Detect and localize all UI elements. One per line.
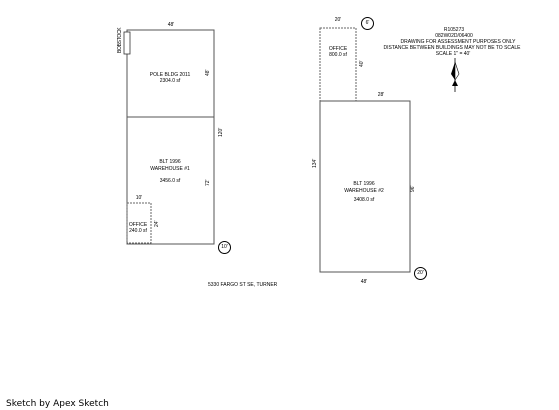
office2-outline [319,27,357,102]
bobstock-box [123,31,131,55]
warehouse2-left-dim: 134' [312,158,318,168]
warehouse2-bottom-dim: 48' [360,279,368,285]
warehouse1-area: 3456.0 sf [159,178,181,184]
building2-top-badge: 6' [361,17,374,30]
building1-right-dim: 120' [218,127,224,137]
office2-area: 800.0 sf [329,52,347,58]
office2-top-dim: 20' [334,17,342,23]
parcel-id: R105273 [443,27,465,33]
warehouse2-top-dim: 28' [377,92,385,98]
map-code: 082W02D/06400 [435,33,473,39]
office1-right-dim: 24' [154,220,160,227]
bobstock-label: BOBSTOCK [117,27,123,53]
office1-name: OFFICE [128,222,148,228]
scale-note: SCALE 1" = 40' [435,51,471,57]
distance-note: DISTANCE BETWEEN BUILDINGS MAY NOT BE TO… [383,45,521,51]
assessment-note: DRAWING FOR ASSESSMENT PURPOSES ONLY [400,39,516,45]
apex-credit: Sketch by Apex Sketch [6,399,109,409]
warehouse2-name: WAREHOUSE #2 [344,188,384,194]
pole-name: POLE BLDG 2011 [149,72,191,78]
office2-name: OFFICE [328,46,348,52]
warehouse2-outline [319,100,411,273]
building1-badge: 10' [218,241,231,254]
pole-area: 2304.0 sf [159,78,181,84]
warehouse2-year: BLT 1996 [353,181,375,187]
warehouse1-year: BLT 1996 [159,159,181,165]
office1-outline [126,202,152,244]
site-address: 5330 FARGO ST SE, TURNER [208,282,278,288]
office1-top-dim: 10' [135,195,143,201]
warehouse2-area: 3408.0 sf [353,197,375,203]
pole-top-dim: 48' [167,22,175,28]
warehouse1-right-dim: 72' [205,179,211,186]
pole-right-dim: 48' [205,69,211,76]
building2-bottom-badge: 20' [414,267,427,280]
office2-right-dim: 40' [359,60,365,67]
warehouse1-outline [126,116,215,245]
office1-area: 240.0 sf [129,228,147,234]
warehouse1-name: WAREHOUSE #1 [150,166,190,172]
north-arrow-icon [451,58,460,92]
warehouse2-right-dim: 96' [410,185,416,192]
